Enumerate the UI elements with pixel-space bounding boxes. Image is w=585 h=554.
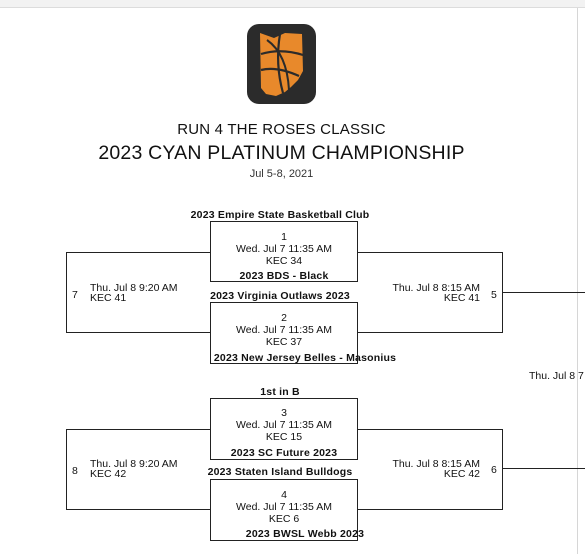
game-2-number: 2: [281, 312, 287, 324]
game-6-box[interactable]: [357, 429, 503, 510]
scrollbar-track[interactable]: [577, 8, 578, 554]
game-4-box[interactable]: [210, 479, 358, 541]
game-3-court: KEC 15: [265, 431, 303, 443]
game-4-info[interactable]: 4 Wed. Jul 7 11:35 AM KEC 6: [210, 489, 358, 525]
game-1-info[interactable]: 1 Wed. Jul 7 11:35 AM KEC 34: [210, 231, 358, 267]
ohio-basketball-logo-icon: [247, 24, 316, 104]
game-3-team-top[interactable]: 1st in B: [260, 386, 300, 398]
game-6-number: 6: [491, 464, 497, 476]
game-4-team-top[interactable]: 2023 Staten Island Bulldogs: [207, 466, 353, 478]
game-8-number: 8: [72, 465, 78, 477]
game-7-number: 7: [72, 289, 78, 301]
game-4-number: 4: [281, 489, 287, 501]
game-7-box[interactable]: [66, 252, 211, 333]
game-4-datetime: Wed. Jul 7 11:35 AM: [236, 501, 332, 513]
game-6-info[interactable]: Thu. Jul 8 8:15 AM KEC 42: [378, 458, 480, 480]
game-5-connector: [503, 292, 585, 293]
game-3-info[interactable]: 3 Wed. Jul 7 11:35 AM KEC 15: [210, 407, 358, 443]
game-2-box[interactable]: [210, 302, 358, 364]
game-2-team-bottom[interactable]: 2023 New Jersey Belles - Masonius: [213, 352, 397, 364]
game-5-number: 5: [491, 289, 497, 301]
division-title: 2023 CYAN PLATINUM CHAMPIONSHIP: [98, 142, 465, 164]
game-6-datetime: Thu. Jul 8 8:15 AM: [392, 458, 480, 470]
game-1-number: 1: [281, 231, 287, 243]
game-2-team-top[interactable]: 2023 Virginia Outlaws 2023: [210, 290, 350, 302]
game-3-team-bottom[interactable]: 2023 SC Future 2023: [230, 447, 338, 459]
game-6-court: KEC 42: [443, 468, 480, 480]
game-2-datetime: Wed. Jul 7 11:35 AM: [236, 324, 332, 336]
game-2-info[interactable]: 2 Wed. Jul 7 11:35 AM KEC 37: [210, 312, 358, 348]
game-1-team-top[interactable]: 2023 Empire State Basketball Club: [190, 209, 370, 221]
game-7-datetime: Thu. Jul 8 9:20 AM: [90, 282, 178, 294]
event-name: RUN 4 THE ROSES CLASSIC: [177, 121, 386, 138]
game-6-connector: [503, 468, 585, 469]
game-4-team-bottom[interactable]: 2023 BWSL Webb 2023: [245, 528, 365, 540]
game-4-court: KEC 6: [268, 513, 300, 525]
game-8-info[interactable]: Thu. Jul 8 9:20 AM KEC 42: [90, 458, 178, 480]
game-2-court: KEC 37: [265, 336, 303, 348]
game-7-court: KEC 41: [90, 292, 127, 304]
game-5-datetime: Thu. Jul 8 8:15 AM: [392, 282, 480, 294]
game-8-box[interactable]: [66, 429, 211, 510]
game-1-box[interactable]: [210, 221, 358, 282]
game-3-datetime: Wed. Jul 7 11:35 AM: [236, 419, 332, 431]
game-5-box[interactable]: [357, 252, 503, 333]
game-8-court: KEC 42: [90, 468, 127, 480]
browser-top-bar: [0, 0, 585, 8]
game-1-court: KEC 34: [265, 255, 303, 267]
game-1-team-bottom[interactable]: 2023 BDS - Black: [239, 270, 329, 282]
game-5-info[interactable]: Thu. Jul 8 8:15 AM KEC 41: [378, 282, 480, 304]
game-8-datetime: Thu. Jul 8 9:20 AM: [90, 458, 178, 470]
game-5-court: KEC 41: [443, 292, 480, 304]
game-7-info[interactable]: Thu. Jul 8 9:20 AM KEC 41: [90, 282, 178, 304]
event-dates: Jul 5-8, 2021: [249, 168, 314, 180]
final-game-partial[interactable]: Thu. Jul 8 7: [529, 370, 584, 382]
game-1-datetime: Wed. Jul 7 11:35 AM: [236, 243, 332, 255]
game-3-number: 3: [281, 407, 287, 419]
